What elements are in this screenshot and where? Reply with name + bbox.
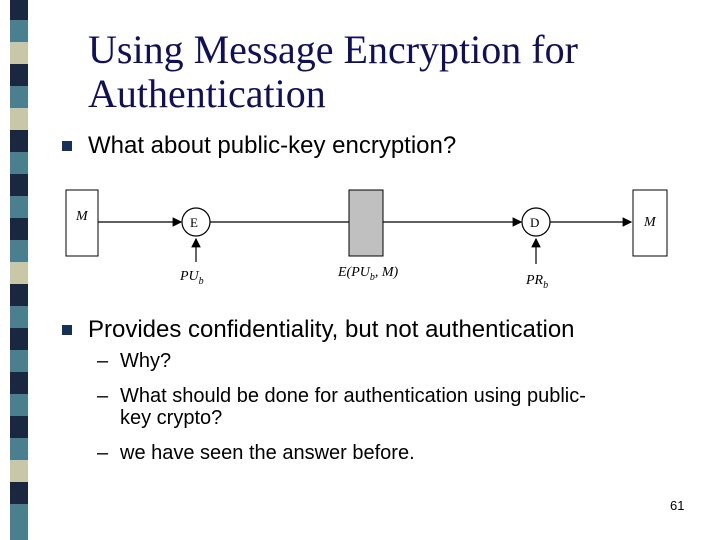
encrypt-label: E xyxy=(190,215,198,230)
strip-block xyxy=(10,416,28,438)
strip-block xyxy=(10,152,28,174)
dash-bullet: – xyxy=(97,442,109,464)
decorative-side-strip xyxy=(0,0,34,540)
square-bullet-icon xyxy=(62,325,72,335)
sub-bullet-text: What should be done for authentication u… xyxy=(120,385,586,407)
title-line-1: Using Message Encryption for xyxy=(88,27,578,72)
ciphertext-label: E(PUb, M) xyxy=(337,265,399,283)
strip-block xyxy=(10,350,28,372)
dash-bullet: – xyxy=(97,385,109,407)
strip-block xyxy=(10,284,28,306)
bullet-text: Provides confidentiality, but not authen… xyxy=(88,316,575,343)
strip-block xyxy=(10,130,28,152)
private-key-label: PRb xyxy=(525,273,548,291)
strip-block xyxy=(10,196,28,218)
strip-block xyxy=(10,306,28,328)
sub-bullet-text: Why? xyxy=(120,350,172,372)
strip-block xyxy=(10,174,28,196)
strip-block xyxy=(10,372,28,394)
strip-block xyxy=(10,328,28,350)
strip-block xyxy=(10,394,28,416)
sub-bullet-text: key crypto? xyxy=(120,407,223,429)
ciphertext-box xyxy=(348,189,384,257)
destination-message-box xyxy=(632,189,668,257)
source-message-label: M xyxy=(75,209,89,224)
decrypt-label: D xyxy=(530,215,539,230)
strip-block xyxy=(10,504,28,540)
strip-block xyxy=(10,108,28,130)
strip-block xyxy=(10,20,28,42)
title-line-2: Authentication xyxy=(88,71,326,116)
source-message-box xyxy=(65,189,99,257)
strip-block xyxy=(10,218,28,240)
square-bullet-icon xyxy=(62,141,72,151)
strip-block xyxy=(10,460,28,482)
dash-bullet: – xyxy=(97,350,109,372)
slide-title: Using Message Encryption for Authenticat… xyxy=(88,28,688,116)
strip-block xyxy=(10,438,28,460)
destination-message-label: M xyxy=(643,215,657,230)
strip-block xyxy=(10,0,28,20)
strip-block xyxy=(10,64,28,86)
public-key-encryption-diagram: M E PUb E(PUb, M) D PRb M xyxy=(65,189,668,291)
strip-block xyxy=(10,262,28,284)
strip-block xyxy=(10,42,28,64)
sub-bullet-text: we have seen the answer before. xyxy=(120,442,415,464)
strip-block xyxy=(10,482,28,504)
page-number: 61 xyxy=(670,498,685,513)
strip-block xyxy=(10,86,28,108)
public-key-label: PUb xyxy=(179,269,204,287)
strip-block xyxy=(10,240,28,262)
bullet-text: What about public-key encryption? xyxy=(88,132,457,159)
